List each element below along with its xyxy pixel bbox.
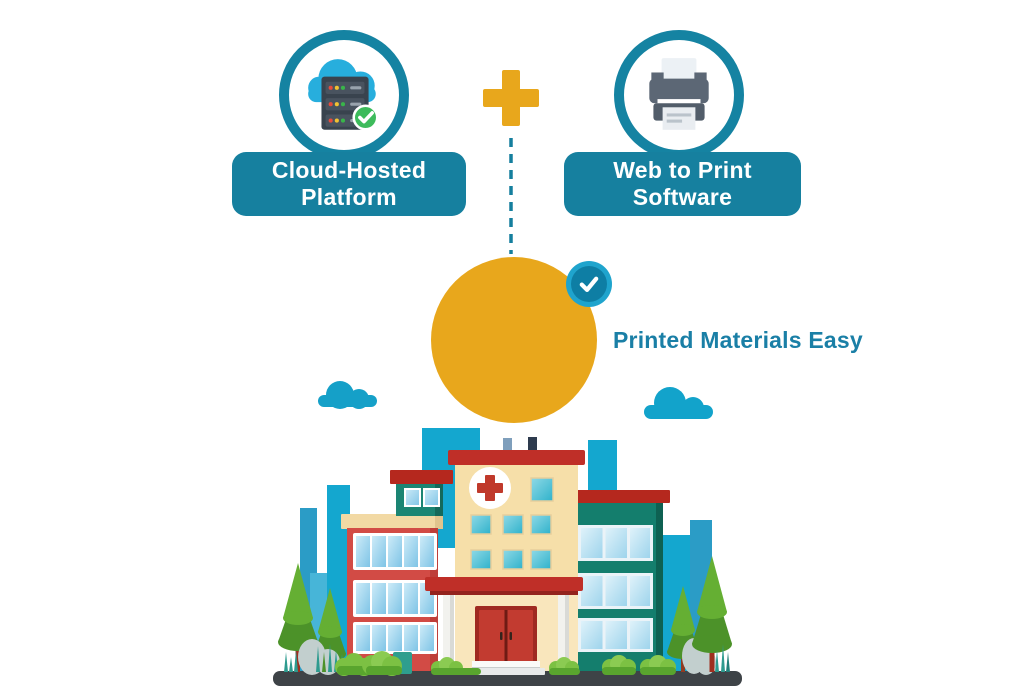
cloud-platform-circle — [279, 30, 409, 160]
web-to-print-label: Web to Print Software — [564, 152, 801, 216]
dashed-connector-line — [509, 138, 513, 254]
bush — [602, 655, 636, 675]
cloud-server-icon — [308, 59, 379, 131]
checkmark-badge — [566, 261, 612, 307]
label-line1: Web to Print — [613, 157, 752, 183]
cloud-platform-label: Cloud-Hosted Platform — [232, 152, 466, 216]
chimney — [528, 437, 537, 452]
hospital-building — [425, 437, 585, 674]
check-icon — [352, 104, 379, 131]
tree — [692, 556, 732, 672]
plus-vertical-bar — [502, 70, 520, 126]
entrance-columns — [443, 595, 569, 669]
entrance-awning — [425, 577, 583, 591]
entrance-doors — [475, 606, 537, 664]
rooftop-structure — [390, 470, 453, 516]
checkmark-badge-inner — [571, 266, 607, 302]
result-caption: Printed Materials Easy — [613, 327, 863, 353]
cloud-left — [318, 381, 377, 409]
hospital-windows — [470, 477, 554, 570]
right-building-windows — [578, 525, 653, 652]
printer-icon — [649, 58, 709, 130]
chimney — [503, 438, 512, 452]
label-line1: Cloud-Hosted — [271, 157, 427, 183]
label-line2: Platform — [301, 184, 397, 210]
left-building — [341, 514, 443, 674]
bush — [549, 657, 580, 675]
hospital-illustration — [273, 381, 742, 686]
bush — [335, 651, 402, 676]
hospital-roof — [448, 450, 585, 465]
web-to-print-circle — [614, 30, 744, 160]
cloud-right — [644, 387, 713, 419]
label-line2: Software — [632, 184, 733, 210]
bush — [640, 655, 676, 675]
red-cross-sign — [469, 467, 511, 509]
entrance-steps — [467, 661, 545, 675]
left-building-windows — [353, 533, 437, 654]
right-building — [570, 490, 670, 674]
check-icon — [579, 276, 599, 292]
bush — [431, 657, 481, 675]
